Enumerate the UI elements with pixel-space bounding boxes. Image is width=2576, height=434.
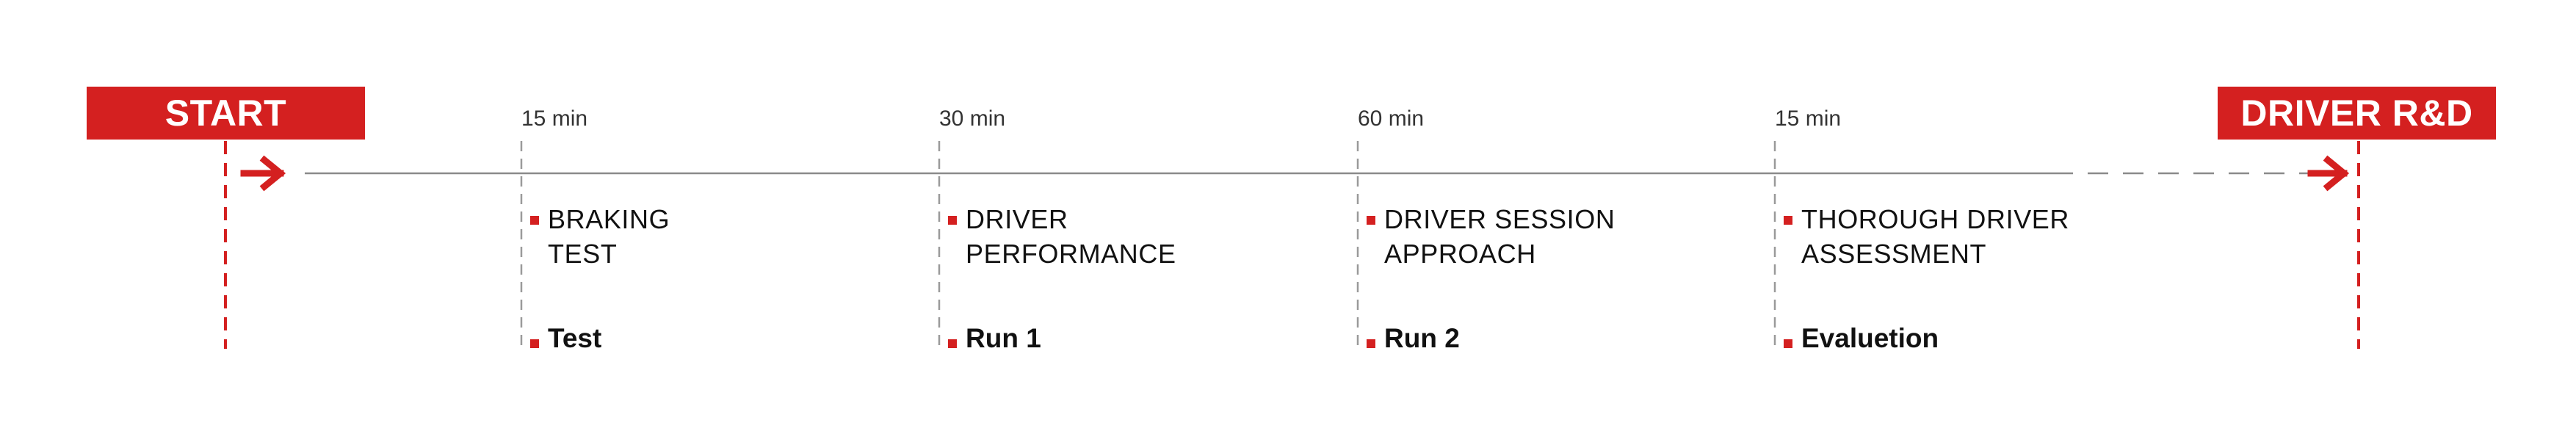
stage-label: Evaluetion <box>1801 323 1939 353</box>
stage-duration: 60 min <box>1358 106 1425 131</box>
stage-title-line: TEST <box>548 239 618 269</box>
stage-title-line: ASSESSMENT <box>1801 239 1987 269</box>
title-bullet-icon <box>948 216 957 225</box>
start-arrow-icon <box>240 155 286 192</box>
stage-title: BRAKING TEST <box>548 202 670 271</box>
title-bullet-icon <box>1784 216 1792 225</box>
label-bullet-icon <box>1784 339 1792 348</box>
stage-label: Test <box>548 323 602 353</box>
end-badge: DRIVER R&D <box>2218 87 2496 140</box>
label-bullet-icon <box>1367 339 1375 348</box>
stage-title-line: BRAKING <box>548 204 670 234</box>
stage-title-line: DRIVER SESSION <box>1384 204 1616 234</box>
stage-title-line: THOROUGH DRIVER <box>1801 204 2070 234</box>
start-badge: START <box>87 87 365 140</box>
title-bullet-icon <box>1367 216 1375 225</box>
title-bullet-icon <box>530 216 539 225</box>
stage-duration: 15 min <box>1775 106 1842 131</box>
stage-title-line: PERFORMANCE <box>966 239 1176 269</box>
stage-label: Run 1 <box>966 323 1041 353</box>
stage-title: DRIVER SESSION APPROACH <box>1384 202 1615 271</box>
stage-title: DRIVER PERFORMANCE <box>966 202 1176 271</box>
stage-duration: 30 min <box>939 106 1006 131</box>
label-bullet-icon <box>948 339 957 348</box>
stage-title-line: APPROACH <box>1384 239 1536 269</box>
stage-title-line: DRIVER <box>966 204 1068 234</box>
end-arrow-icon <box>2307 155 2350 192</box>
stage-title: THOROUGH DRIVER ASSESSMENT <box>1801 202 2069 271</box>
stage-label: Run 2 <box>1384 323 1460 353</box>
stage-duration: 15 min <box>521 106 588 131</box>
label-bullet-icon <box>530 339 539 348</box>
